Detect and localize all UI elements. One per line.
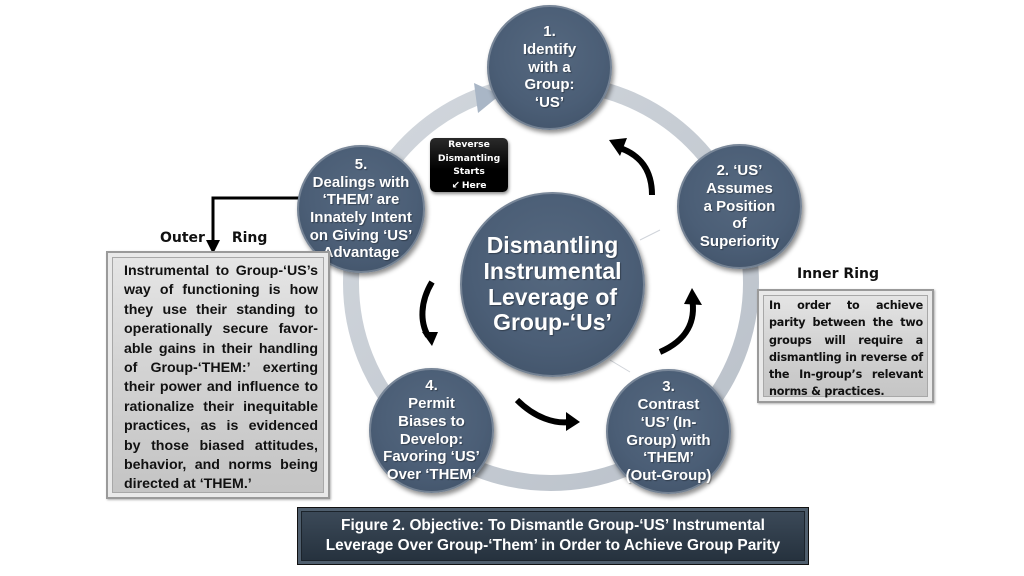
reverse-dismantling-tag: Reverse Dismantling Starts ↙Here [430, 138, 508, 192]
inner-arrow-4-to-3 [514, 397, 580, 431]
outer-ring-text: Instrumental to Group-‘US’s way of funct… [124, 263, 318, 493]
inner-arrow-2-to-1 [609, 138, 655, 196]
step-2-superiority-node: 2. ‘US’ Assumes a Position of Superiorit… [677, 144, 802, 269]
center-title: Dismantling Instrumental Leverage of Gro… [483, 232, 622, 336]
inner-ring-label: Inner Ring [797, 266, 879, 282]
step-2-text: 2. ‘US’ Assumes a Position of Superiorit… [699, 162, 780, 251]
step-5-dealings-node: 5. Dealings with ‘THEM’ are Innately Int… [297, 145, 425, 273]
inner-ring-box: In order to achieve parity between the t… [757, 289, 934, 403]
outer-ring-label: Outer Ring [160, 230, 268, 246]
step-4-text: 4. Permit Biases to Develop: Favoring ‘U… [383, 377, 480, 483]
figure-caption: Figure 2. Objective: To Dismantle Group-… [297, 507, 809, 565]
inner-spoke [609, 359, 631, 373]
reverse-tag-line4: Here [461, 179, 487, 191]
caption-line1: Figure 2. Objective: To Dismantle Group-… [341, 517, 765, 534]
inner-arrow-5-to-4 [419, 280, 438, 346]
center-node: Dismantling Instrumental Leverage of Gro… [460, 192, 645, 377]
inner-spoke [639, 229, 661, 241]
arrow-down-left-icon: ↙ [451, 179, 460, 191]
reverse-tag-line3: Starts [453, 166, 485, 177]
step-4-biases-node: 4. Permit Biases to Develop: Favoring ‘U… [369, 368, 494, 493]
inner-ring-text: In order to achieve parity between the t… [769, 299, 923, 399]
ring-arrowhead [474, 83, 500, 113]
caption-line2: Leverage Over Group-‘Them’ in Order to A… [325, 537, 781, 554]
inner-arrow-3-to-2 [658, 288, 702, 355]
step-3-contrast-node: 3. Contrast ‘US’ (In- Group) with ‘THEM’… [606, 369, 731, 494]
reverse-tag-line2: Dismantling [437, 152, 501, 164]
step-1-identify-node: 1. Identify with a Group: ‘US’ [487, 5, 612, 130]
step-5-text: 5. Dealings with ‘THEM’ are Innately Int… [309, 155, 413, 262]
step-3-text: 3. Contrast ‘US’ (In- Group) with ‘THEM’… [625, 378, 712, 484]
outer-ring-box: Instrumental to Group-‘US’s way of funct… [106, 251, 330, 499]
step-1-text: 1. Identify with a Group: ‘US’ [522, 23, 577, 112]
outer-ring-connector [206, 196, 303, 254]
reverse-tag-line1: Reverse [448, 139, 490, 150]
